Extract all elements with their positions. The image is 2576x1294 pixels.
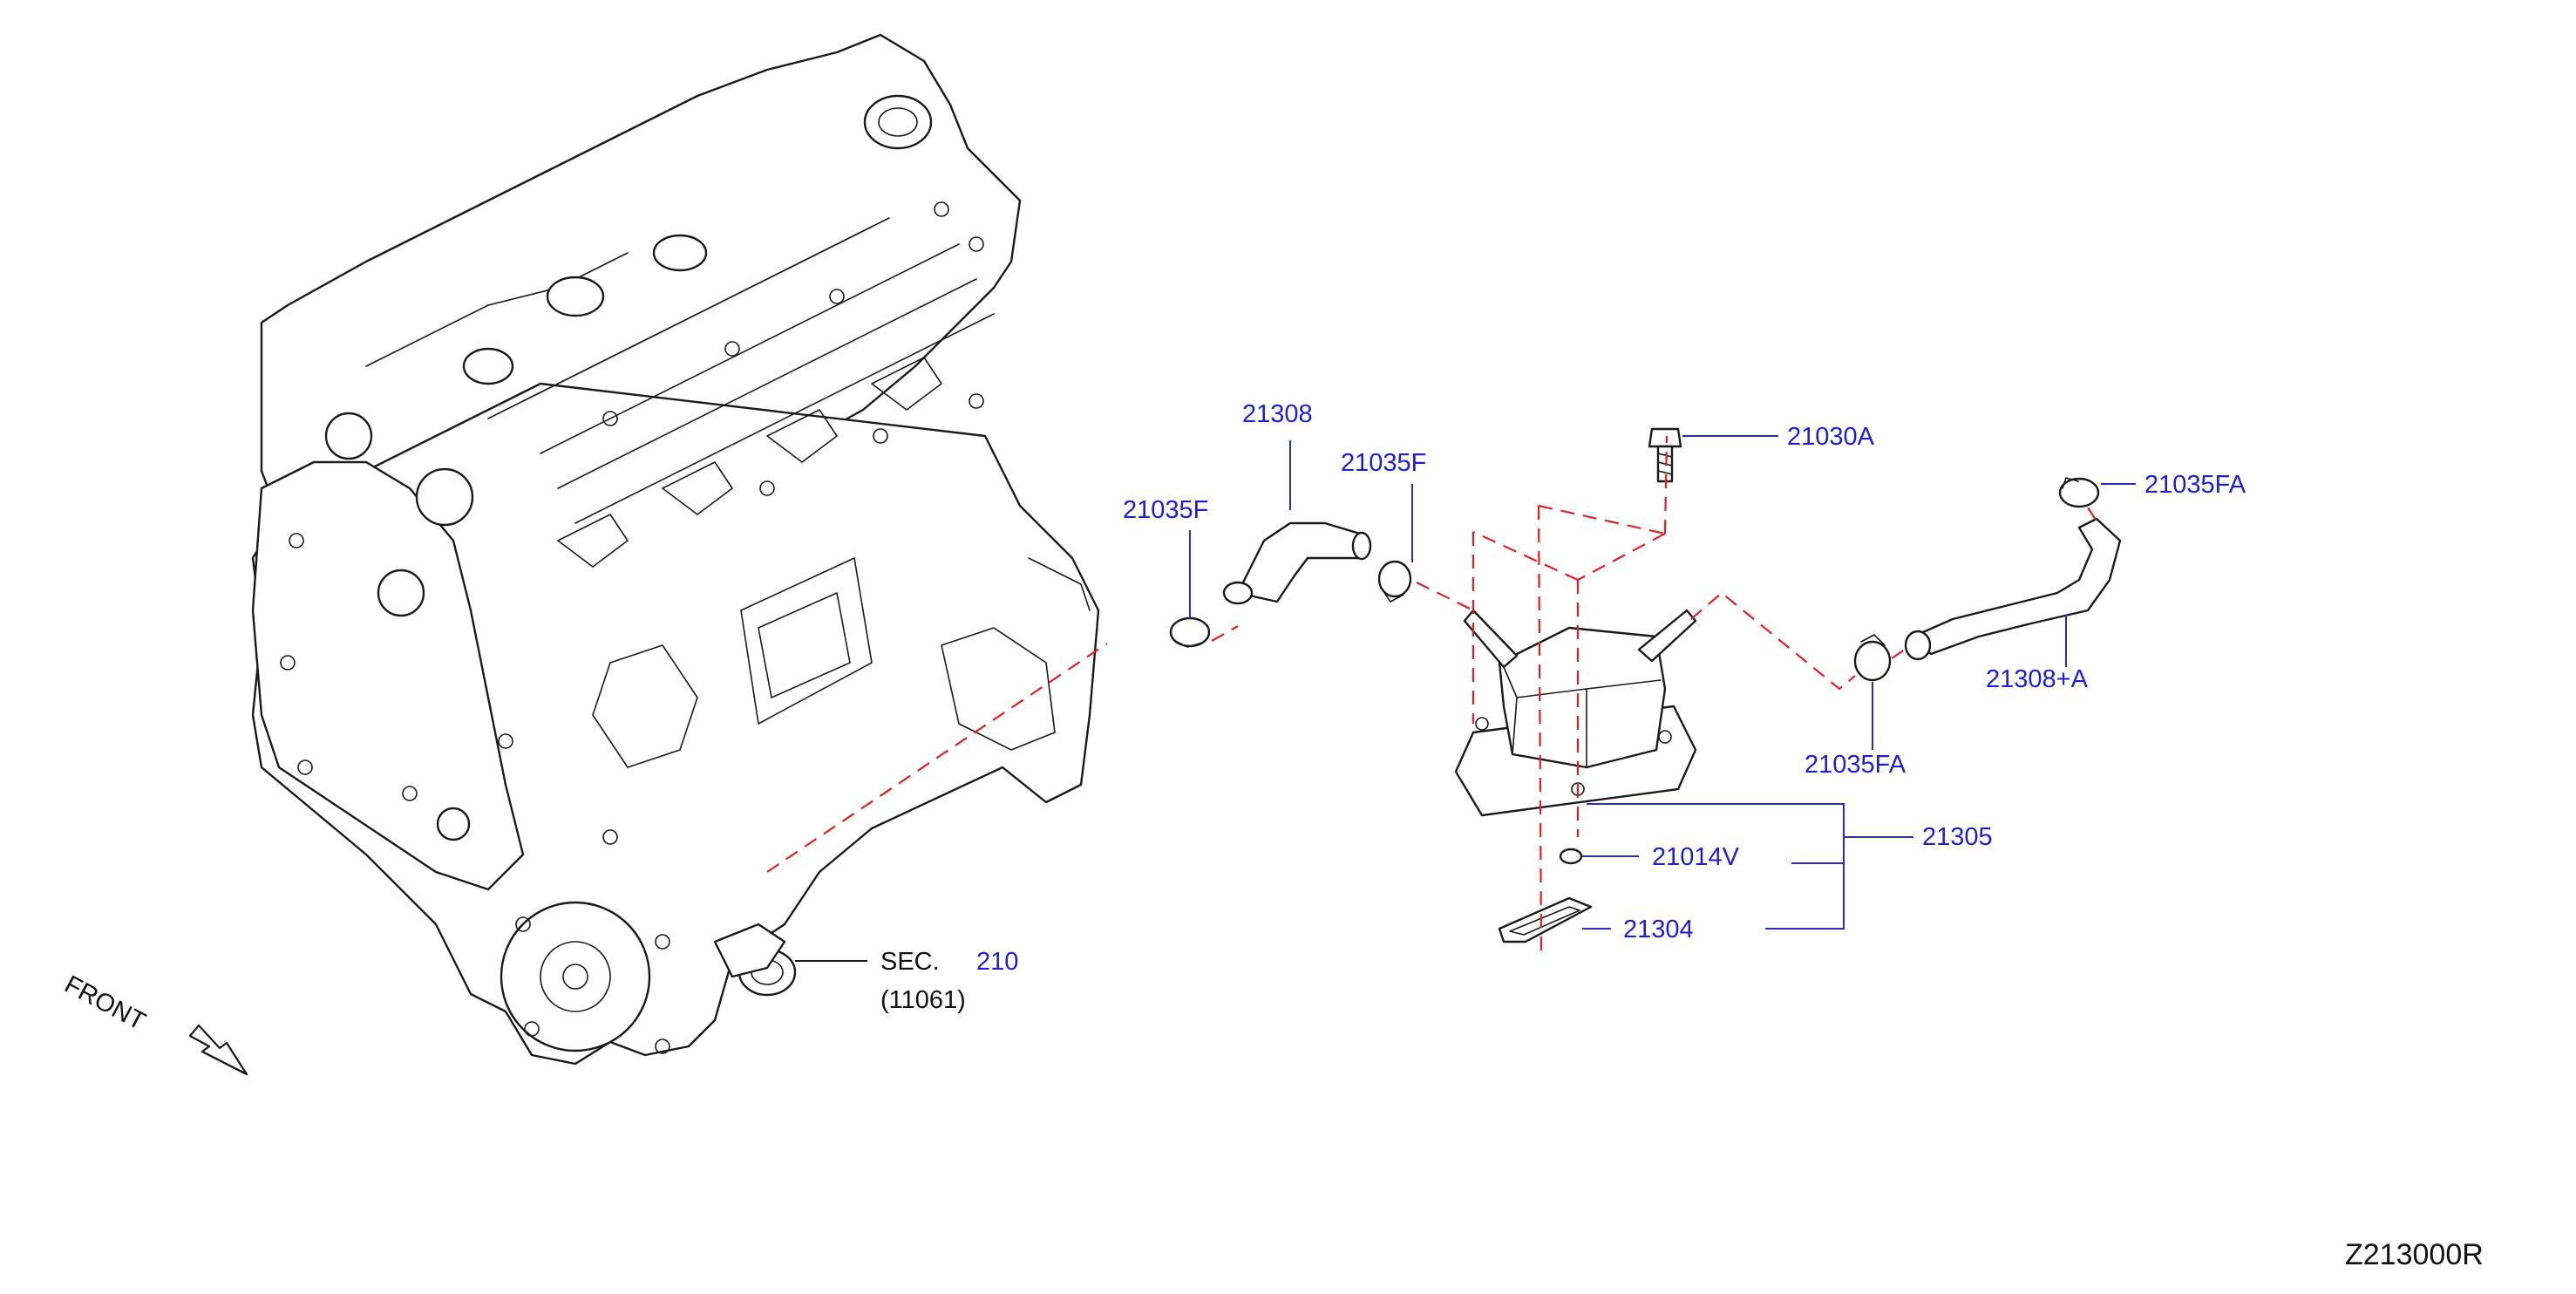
diagram-id: Z213000R: [2345, 1238, 2484, 1271]
section-sub-ref: (11061): [880, 986, 966, 1014]
bolt-21030A: [1648, 427, 1682, 483]
label-21035FA-top: 21035FA: [2144, 471, 2246, 499]
clamp-21035FA-mid: [1853, 634, 1892, 682]
front-label: FRONT: [60, 970, 150, 1036]
section-prefix: SEC.: [880, 948, 940, 976]
clamp-21035F-right: [1377, 560, 1412, 603]
label-21030A: 21030A: [1787, 423, 1875, 451]
label-21035F-left: 21035F: [1123, 496, 1208, 524]
engine-assembly: [251, 33, 1100, 1066]
front-arrow-icon: [188, 1024, 248, 1076]
oil-cooler-21305: [1454, 609, 1697, 817]
leader-lines: [795, 435, 2136, 962]
clamp-21035F-left: [1169, 616, 1211, 648]
hose-21308A: [1904, 517, 2122, 661]
label-21035FA-mid: 21035FA: [1805, 751, 1907, 779]
label-21308A: 21308+A: [1986, 665, 2089, 693]
label-21014V: 21014V: [1652, 843, 1740, 871]
label-21308: 21308: [1242, 400, 1313, 428]
o-ring-21014V: [1559, 848, 1583, 865]
label-21035F-right: 21035F: [1341, 449, 1426, 477]
section-number-link[interactable]: 210: [976, 948, 1018, 976]
hose-21308: [1222, 521, 1372, 605]
label-21304: 21304: [1623, 916, 1694, 943]
label-21305: 21305: [1922, 823, 1993, 851]
gasket-21304: [1498, 896, 1593, 943]
phantom-lines: [766, 435, 2097, 951]
clamp-21035FA-top: [2058, 477, 2100, 508]
